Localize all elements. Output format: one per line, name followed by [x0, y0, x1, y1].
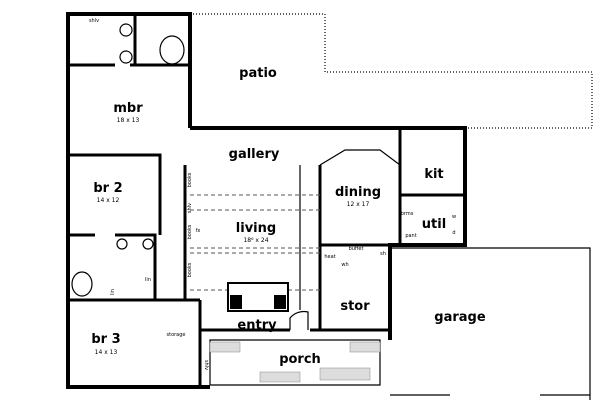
- label-brms: brms: [401, 211, 414, 217]
- room-dining: dining: [335, 185, 381, 200]
- label-lin-2: lin: [110, 289, 116, 295]
- label-pant: pant: [405, 233, 416, 239]
- room-br3-size: 14 x 13: [95, 349, 118, 356]
- label-books-3: books: [187, 262, 193, 277]
- label-w: w: [452, 214, 456, 220]
- label-books-2: books: [187, 224, 193, 239]
- room-stor: stor: [340, 299, 370, 314]
- exterior-wall: [66, 12, 210, 389]
- label-storage: storage: [167, 332, 186, 338]
- label-fx: fx: [196, 228, 201, 234]
- room-mbr: mbr: [113, 101, 143, 116]
- label-wh: wh: [341, 262, 348, 268]
- exterior-wall-east: [190, 126, 467, 340]
- entry-door[interactable]: [289, 310, 309, 330]
- label-sh: sh: [380, 251, 386, 257]
- interior-walls: [68, 14, 465, 385]
- label-shlv-br3: shlv: [203, 360, 209, 370]
- porch-outline: [209, 339, 381, 386]
- room-br2: br 2: [93, 181, 122, 196]
- room-br3: br 3: [91, 332, 120, 347]
- label-books-1: books: [187, 172, 193, 187]
- room-dining-size: 12 x 17: [347, 201, 370, 208]
- label-d: d: [452, 230, 455, 236]
- room-porch: porch: [279, 352, 321, 367]
- bath-tub: [71, 271, 93, 297]
- room-kit: kit: [424, 167, 443, 182]
- room-living-size: 18⁶ x 24: [243, 237, 268, 244]
- room-mbr-size: 18 x 13: [117, 117, 140, 124]
- garage-wall: [390, 247, 591, 400]
- room-util: util: [422, 217, 446, 232]
- label-lin-1: lin: [145, 277, 151, 283]
- room-patio: patio: [239, 66, 277, 81]
- mbr-tub: [159, 35, 185, 65]
- room-gallery: gallery: [229, 147, 280, 162]
- patio-outline: [190, 13, 593, 129]
- room-entry: entry: [237, 318, 277, 333]
- room-garage: garage: [434, 310, 486, 325]
- room-living: living: [236, 221, 276, 236]
- label-shlv-mbr: shlv: [89, 18, 99, 24]
- room-br2-size: 14 x 12: [97, 197, 120, 204]
- label-buffet: buffet: [349, 246, 364, 252]
- label-heat: heat: [324, 254, 335, 260]
- label-shlv-living: shlv: [187, 203, 193, 213]
